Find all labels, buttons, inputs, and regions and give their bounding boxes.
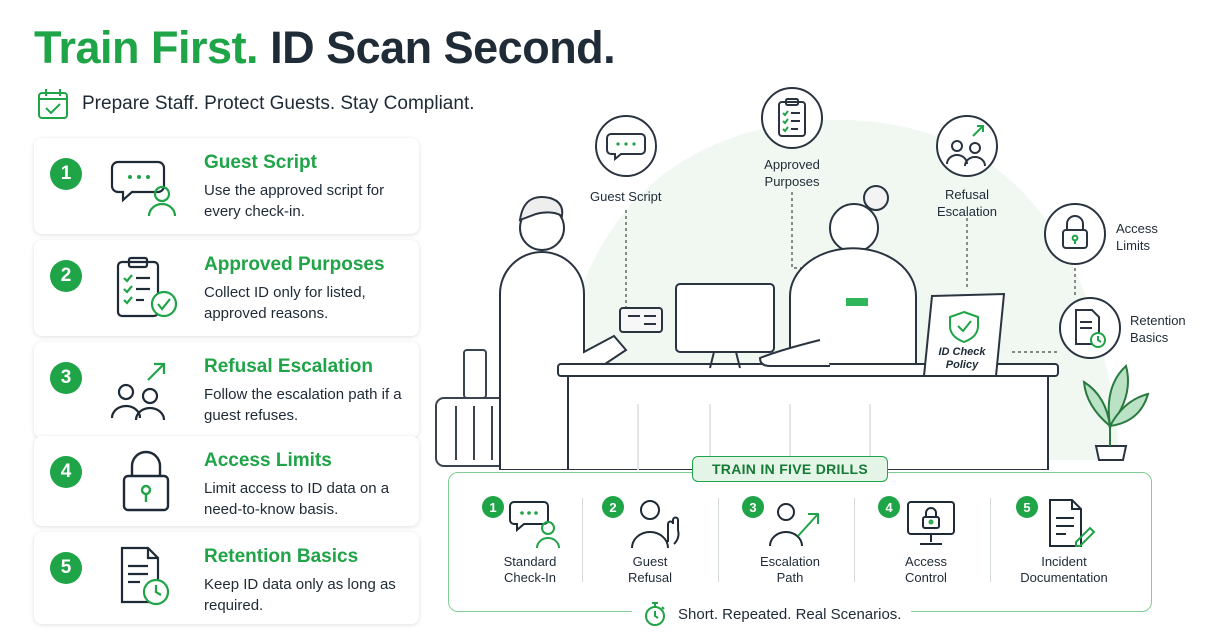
person-arrow-icon — [769, 503, 819, 547]
front-desk-illustration: Guest Script Approved Purposes Refusal E… — [430, 80, 1216, 471]
scene-label-retention-basics: Retention Basics — [1130, 312, 1186, 346]
drill-label-line: Documentation — [1020, 570, 1108, 585]
step-description: Collect ID only for listed, approved rea… — [204, 284, 366, 322]
drill-label-line: Check-In — [503, 570, 557, 585]
scene-clipboard-icon — [761, 87, 823, 149]
step-description: Limit access to ID data on a need-to-kno… — [204, 480, 390, 518]
drill-divider — [990, 498, 991, 582]
scene-chat-icon — [595, 115, 657, 177]
chat-person-icon — [110, 160, 177, 217]
drill-label: Escalation Path — [722, 554, 858, 586]
step-number: 3 — [50, 362, 82, 394]
scene-label-line: Access — [1116, 221, 1158, 236]
drill-number: 3 — [742, 496, 764, 518]
sign-text: ID Check Policy — [930, 346, 994, 372]
step-card-retention-basics: 5 Retention Basics Keep ID data only as … — [34, 532, 419, 624]
clerk-woman — [758, 185, 917, 367]
scene-label-line: Limits — [1116, 238, 1150, 253]
title-dark-part: ID Scan Second. — [270, 22, 616, 73]
monitor-lock-icon — [907, 501, 955, 545]
potted-plant — [1082, 364, 1150, 461]
step-description: Keep ID data only as long as required. — [204, 576, 396, 614]
step-title: Approved Purposes — [204, 254, 385, 275]
drill-divider — [854, 498, 855, 582]
drill-label-line: Refusal — [627, 570, 673, 585]
step-card-refusal-escalation: 3 Refusal Escalation Follow the escalati… — [34, 342, 419, 438]
step-title: Retention Basics — [204, 546, 359, 567]
drill-label-line: Control — [905, 570, 947, 585]
drill-divider — [582, 498, 583, 582]
chat-person-icon — [509, 501, 560, 549]
drill-divider — [718, 498, 719, 582]
calendar-check-icon — [38, 89, 68, 119]
front-desk-counter — [557, 363, 1059, 471]
drill-label: Standard Check-In — [462, 554, 598, 586]
scene-label-access-limits: Access Limits — [1116, 220, 1158, 254]
guest-man — [499, 196, 663, 471]
scene-label-line: Purposes — [764, 174, 820, 189]
drill-number: 2 — [602, 496, 624, 518]
document-clock-icon — [120, 546, 170, 606]
padlock-icon — [122, 450, 170, 512]
drill-label-line: Standard — [503, 554, 557, 569]
step-card-access-limits: 4 Access Limits Limit access to ID data … — [34, 436, 419, 526]
drill-guest-refusal: 2 Guest Refusal — [582, 494, 718, 594]
people-escalate-icon — [110, 362, 166, 421]
scene-retention-icon — [1059, 297, 1121, 359]
drill-label-line: Incident — [1041, 554, 1087, 569]
drills-footer: Short. Repeated. Real Scenarios. — [632, 600, 912, 628]
step-card-approved-purposes: 2 Approved Purposes Collect ID only for … — [34, 240, 419, 336]
step-number: 4 — [50, 456, 82, 488]
drill-number: 5 — [1016, 496, 1038, 518]
step-number: 1 — [50, 158, 82, 190]
clipboard-check-icon — [116, 256, 178, 318]
step-title: Access Limits — [204, 450, 332, 471]
person-stop-hand-icon — [631, 500, 680, 549]
drill-number: 4 — [878, 496, 900, 518]
desk-monitor — [675, 283, 775, 369]
step-description: Follow the escalation path if a guest re… — [204, 386, 402, 424]
scene-label-line: Escalation — [937, 204, 997, 219]
id-check-policy-sign — [922, 292, 1006, 377]
drills-footer-text: Short. Repeated. Real Scenarios. — [678, 605, 902, 623]
step-description: Use the approved script for every check-… — [204, 182, 385, 220]
subtitle-text: Prepare Staff. Protect Guests. Stay Comp… — [82, 93, 475, 114]
sign-line: Policy — [945, 359, 979, 371]
drill-label-line: Access — [905, 554, 947, 569]
step-title: Guest Script — [204, 152, 317, 173]
drill-escalation-path: 3 Escalation Path — [722, 494, 858, 594]
step-card-guest-script: 1 Guest Script Use the approved script f… — [34, 138, 419, 234]
scene-label-refusal-escalation: Refusal Escalation — [930, 186, 1004, 220]
stopwatch-icon — [645, 602, 665, 626]
scene-label-guest-script: Guest Script — [590, 189, 662, 204]
step-number: 2 — [50, 260, 82, 292]
scene-label-line: Retention — [1130, 313, 1186, 328]
drill-label-line: Escalation — [760, 554, 820, 569]
scene-label-line: Basics — [1130, 330, 1169, 345]
scene-label-line: Refusal — [944, 187, 990, 202]
sign-line: ID Check — [938, 346, 986, 358]
scene-label-line: Approved — [764, 157, 820, 172]
front-desk-scene-graphic — [435, 87, 1150, 471]
drill-label: Access Control — [858, 554, 994, 586]
title-green-part: Train First. — [34, 22, 259, 73]
drill-access-control: 4 Access Control — [858, 494, 994, 594]
drill-incident-documentation: 5 Incident Documentation — [996, 494, 1132, 594]
scene-lock-icon — [1044, 203, 1106, 265]
drill-label-line: Guest — [632, 554, 668, 569]
drills-title: TRAIN IN FIVE DRILLS — [692, 456, 888, 482]
step-title: Refusal Escalation — [204, 356, 373, 377]
subtitle: Prepare Staff. Protect Guests. Stay Comp… — [36, 88, 475, 120]
drill-label: Guest Refusal — [582, 554, 718, 586]
scene-escalation-icon — [936, 115, 998, 177]
drill-standard-check-in: 1 Standard Check-In — [462, 494, 598, 594]
document-pen-icon — [1049, 499, 1096, 547]
step-number: 5 — [50, 552, 82, 584]
drill-number: 1 — [482, 496, 504, 518]
page-title: Train First. ID Scan Second. — [34, 22, 616, 74]
drill-label-line: Path — [776, 570, 804, 585]
drill-label: Incident Documentation — [996, 554, 1132, 586]
scene-label-approved-purposes: Approved Purposes — [756, 156, 828, 190]
